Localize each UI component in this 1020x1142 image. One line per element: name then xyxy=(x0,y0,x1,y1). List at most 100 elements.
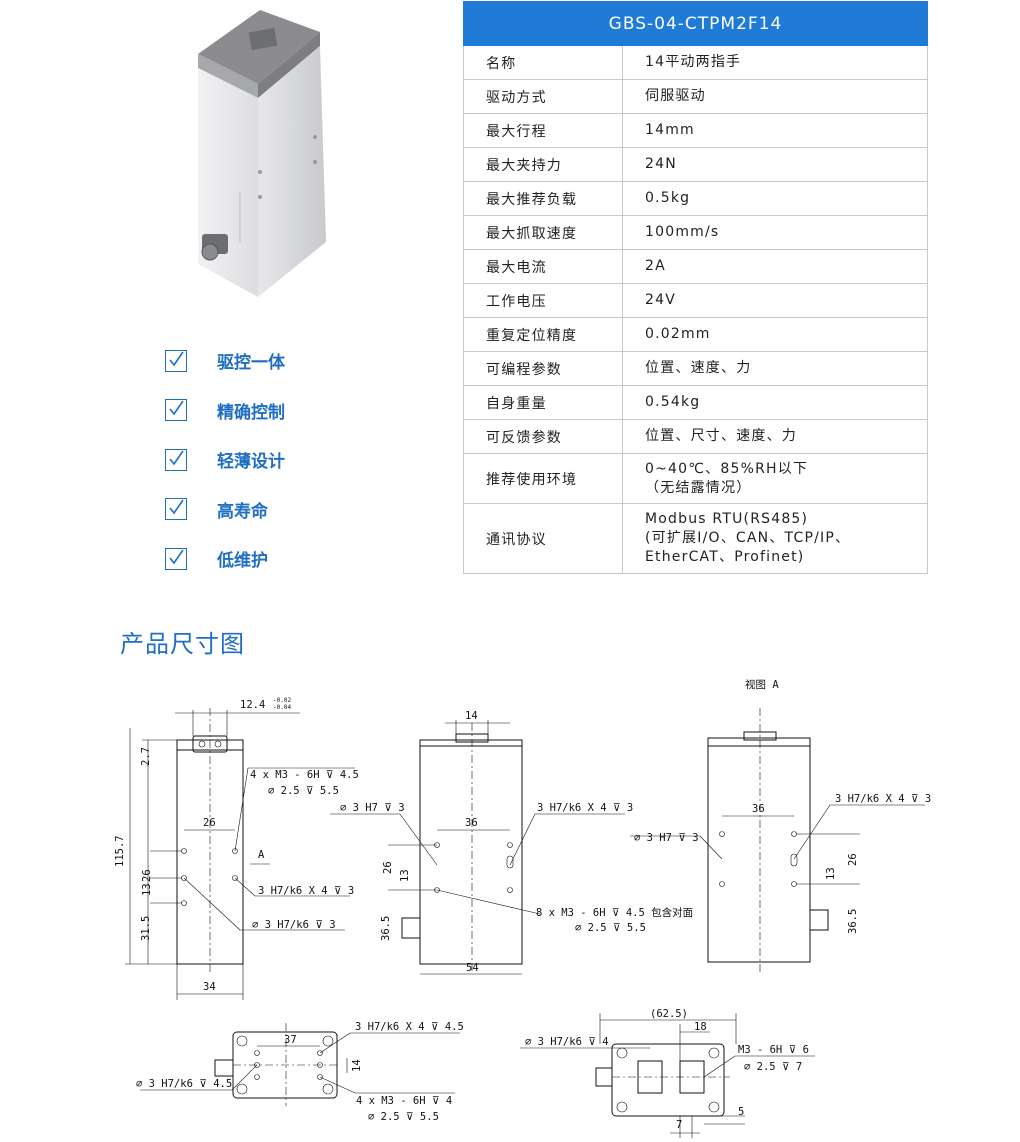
dim-label: 34 xyxy=(203,981,216,993)
annotation: 4 x M3 - 6H ⊽ 4 xyxy=(356,1095,452,1107)
spec-value-line: EtherCAT、Profinet) xyxy=(645,549,805,565)
spec-value: 位置、尺寸、速度、力 xyxy=(622,419,928,454)
spec-value: 14mm xyxy=(622,113,928,148)
dim-label: 13 xyxy=(399,869,411,882)
spec-name: 通讯协议 xyxy=(463,503,623,574)
feature-item: 轻薄设计 xyxy=(165,435,285,485)
dim-label: 14 xyxy=(465,710,478,722)
dim-label: 37 xyxy=(284,1034,297,1046)
dim-label: 13 xyxy=(141,883,153,896)
spec-name: 名称 xyxy=(463,45,623,80)
dimension-drawing: 视图 A 115.7 2.7 26 13 31.5 34 26 12.4 -0.… xyxy=(114,678,931,1138)
annotation: ⌀ 2.5 ⊽ 5.5 xyxy=(268,785,339,797)
spec-value: 14平动两指手 xyxy=(622,45,928,80)
spec-value: 100mm/s xyxy=(622,215,928,250)
spec-value: 伺服驱动 xyxy=(622,79,928,114)
feature-item: 高寿命 xyxy=(165,485,285,535)
dim-label: 26 xyxy=(203,817,216,829)
spec-value-line: (可扩展I/O、CAN、TCP/IP、 xyxy=(645,530,851,546)
spec-value: 0.54kg xyxy=(622,385,928,420)
dim-label: 18 xyxy=(694,1021,707,1033)
annotation: ⌀ 3 H7/k6 ⊽ 4 xyxy=(525,1036,609,1048)
feature-label: 低维护 xyxy=(217,551,268,572)
dim-label: 36.5 xyxy=(380,916,392,941)
side-view: 14 36 26 13 36.5 54 ⌀ 3 H7 ⊽ 3 3 H7/k6 X… xyxy=(330,710,693,975)
dim-label: 36 xyxy=(752,803,765,815)
spec-value-line: （无结露情况） xyxy=(645,479,752,496)
annotation: 3 H7/k6 X 4 ⊽ 3 xyxy=(835,793,931,805)
dim-label: 31.5 xyxy=(140,916,152,941)
spec-row: 可反馈参数位置、尺寸、速度、力 xyxy=(463,419,928,454)
annotation: 8 x M3 - 6H ⊽ 4.5 包含对面 xyxy=(536,906,693,919)
annotation: ⌀ 3 H7/k6 ⊽ 4.5 xyxy=(136,1078,232,1090)
feature-item: 精确控制 xyxy=(165,386,285,436)
annotation: ⌀ 2.5 ⊽ 7 xyxy=(744,1061,802,1073)
spec-row: 驱动方式伺服驱动 xyxy=(463,79,928,114)
spec-name: 重复定位精度 xyxy=(463,317,623,352)
feature-label: 驱控一体 xyxy=(217,353,285,374)
annotation: ⌀ 3 H7/k6 ⊽ 3 xyxy=(252,919,336,931)
dim-label: 26 xyxy=(382,861,394,874)
spec-value: 2A xyxy=(622,249,928,284)
annotation: ⌀ 3 H7 ⊽ 3 xyxy=(634,832,699,844)
annotation: 3 H7/k6 X 4 ⊽ 3 xyxy=(258,885,354,897)
dim-label: 2.7 xyxy=(140,747,152,766)
spec-value: 位置、速度、力 xyxy=(622,351,928,386)
dim-label: 7 xyxy=(676,1119,682,1131)
spec-name: 可编程参数 xyxy=(463,351,623,386)
arrow-label: A xyxy=(258,849,265,861)
feature-label: 轻薄设计 xyxy=(217,452,285,473)
tolerance-label: -0.02 xyxy=(273,697,291,704)
section-title: 产品尺寸图 xyxy=(120,630,245,658)
annotation: 3 H7/k6 X 4 ⊽ 3 xyxy=(537,802,633,814)
annotation: 4 x M3 - 6H ⊽ 4.5 xyxy=(250,769,359,781)
dim-label: 14 xyxy=(351,1059,363,1072)
annotation: ⌀ 3 H7 ⊽ 3 xyxy=(340,802,405,814)
dim-label: 13 xyxy=(825,867,837,880)
dim-label: 12.4 xyxy=(240,699,265,711)
product-image xyxy=(198,10,326,297)
dim-label: 36.5 xyxy=(847,909,859,934)
spec-name: 最大推荐负载 xyxy=(463,181,623,216)
annotation: M3 - 6H ⊽ 6 xyxy=(738,1044,809,1056)
spec-name: 最大电流 xyxy=(463,249,623,284)
dim-label: 36 xyxy=(465,817,478,829)
view-label: 视图 A xyxy=(745,678,779,691)
dim-label: 26 xyxy=(847,853,859,866)
annotation: ⌀ 2.5 ⊽ 5.5 xyxy=(368,1111,439,1123)
feature-item: 低维护 xyxy=(165,534,285,584)
spec-value: 24V xyxy=(622,283,928,318)
feature-label: 高寿命 xyxy=(217,501,268,522)
tolerance-label: -0.04 xyxy=(273,704,291,711)
dim-label: 5 xyxy=(738,1106,744,1118)
spec-name: 推荐使用环境 xyxy=(463,453,623,504)
spec-name: 可反馈参数 xyxy=(463,419,623,454)
feature-label: 精确控制 xyxy=(217,402,285,423)
checkbox-icon xyxy=(165,547,187,570)
spec-row: 可编程参数位置、速度、力 xyxy=(463,351,928,386)
checkbox-icon xyxy=(165,498,187,521)
front-view: 115.7 2.7 26 13 31.5 34 26 12.4 -0.02 -0… xyxy=(114,697,359,1000)
spec-table-title: GBS-04-CTPM2F14 xyxy=(463,1,928,46)
dim-label: 115.7 xyxy=(114,835,126,867)
spec-name: 自身重量 xyxy=(463,385,623,420)
checkbox-icon xyxy=(165,399,187,422)
checkbox-icon xyxy=(165,349,187,372)
spec-value: Modbus RTU(RS485)(可扩展I/O、CAN、TCP/IP、Ethe… xyxy=(622,503,928,574)
checkbox-icon xyxy=(165,448,187,471)
spec-name: 最大行程 xyxy=(463,113,623,148)
spec-value: 0.02mm xyxy=(622,317,928,352)
top-view: (62.5) 18 ⌀ 3 H7/k6 ⊽ 4 M3 - 6H ⊽ 6 ⌀ 2.… xyxy=(520,1008,815,1138)
